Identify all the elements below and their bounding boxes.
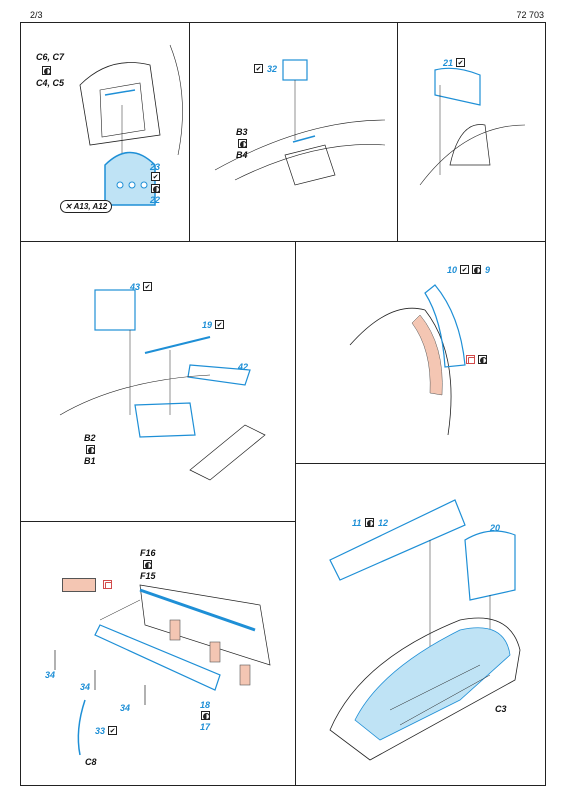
bend-icon [254,64,263,74]
label-a13-a12: A13, A12 [73,202,108,211]
part-33: 33 [95,726,106,736]
part-34-c: 34 [120,703,131,713]
paint-icon [472,265,481,274]
part-9: 9 [485,265,491,275]
divider-row1 [20,241,546,242]
pre-painted-icon [466,355,475,364]
divider-p1-p2 [189,22,190,241]
page-number: 2/3 [30,10,43,20]
part-32: 32 [267,64,278,74]
part-17: 17 [200,722,211,732]
part-10: 10 [447,265,458,275]
floor-assembly-drawing [59,289,266,481]
label-f15: F15 [140,571,156,581]
part-42: 42 [238,362,249,372]
fuselage-floor-drawing [214,59,386,186]
label-b1: B1 [84,456,96,466]
part-18: 18 [200,700,211,710]
label-c8: C8 [85,757,97,767]
remove-parts-badge: ✕ A13, A12 [60,200,113,213]
label-f16: F16 [140,548,156,558]
cockpit-tub-drawing [329,499,521,761]
part-43: 43 [130,282,141,292]
cockpit-bulkhead-drawing [79,44,183,206]
canopy-frame-drawing [349,284,466,436]
bend-icon [143,282,152,292]
catalog-number: 72 703 [516,10,544,20]
divider-col [295,241,296,786]
cockpit-side-drawing [419,67,526,186]
part-12: 12 [378,518,389,528]
bend-icon [460,265,469,275]
part-19: 19 [202,320,213,330]
part-11: 11 [352,518,362,528]
pre-painted-icon [103,580,112,589]
paint-icon [42,66,51,75]
paint-icon [86,445,95,454]
paint-icon [238,139,247,148]
paint-icon [201,711,210,720]
part-22: 22 [150,195,161,205]
part-34-b: 34 [80,682,91,692]
part-20: 20 [490,523,501,533]
bend-icon [215,320,224,330]
label-c3: C3 [495,704,507,714]
part-21: 21 [443,58,454,68]
paint-icon [143,560,152,569]
label-c4-c5: C4, C5 [36,78,65,88]
label-b3: B3 [236,127,248,137]
label-b2: B2 [84,433,96,443]
divider-right [295,463,546,464]
pre-painted-swatch [62,578,96,592]
label-b4: B4 [236,150,248,160]
instruction-frame [20,22,546,786]
label-c6-c7: C6, C7 [36,52,65,62]
paint-icon [478,355,487,364]
divider-left [20,521,295,522]
side-console-drawing [54,584,271,756]
part-34-a: 34 [45,670,56,680]
part-23: 23 [150,162,161,172]
bend-icon [108,726,117,736]
bend-icon [151,172,160,182]
bend-icon [456,58,465,68]
paint-icon [151,184,160,193]
paint-icon [365,518,374,527]
divider-p2-p3 [397,22,398,241]
